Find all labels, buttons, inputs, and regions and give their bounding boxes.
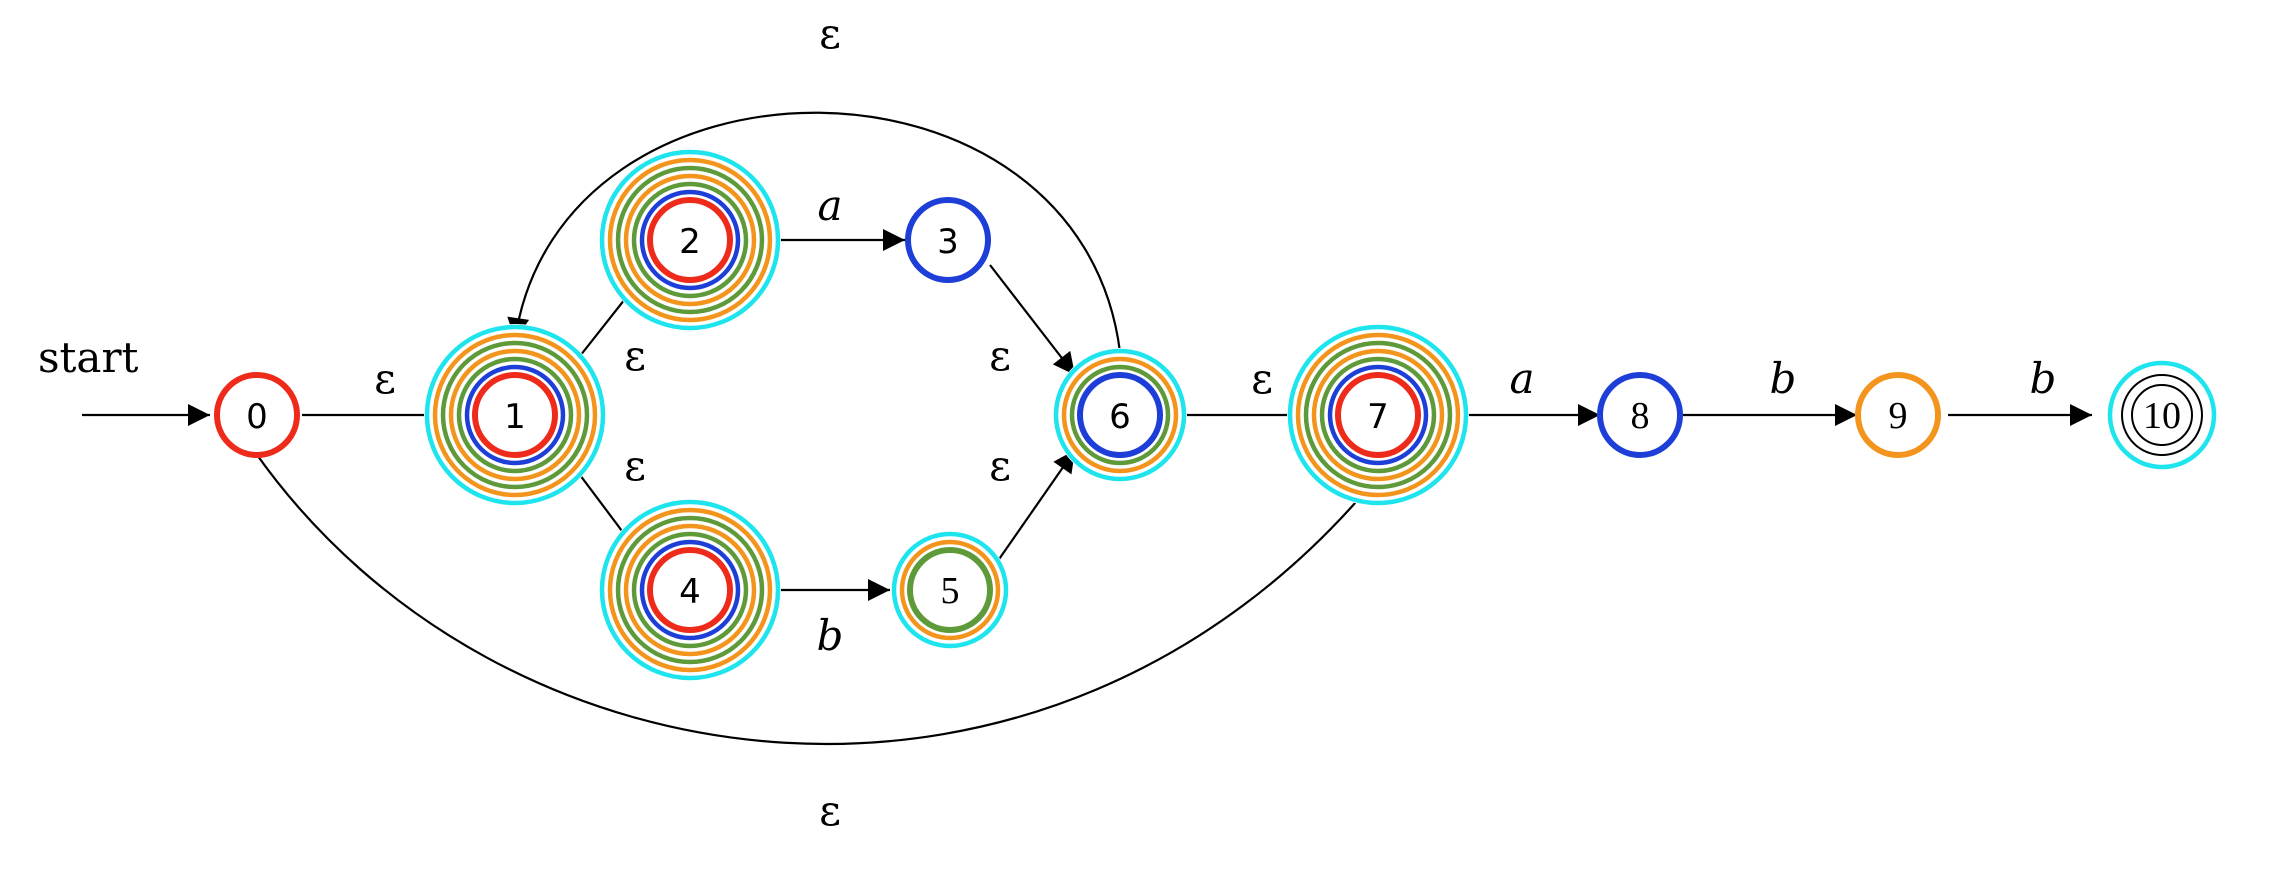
state-ring-green [440, 340, 590, 490]
state-label: 2 [679, 222, 701, 262]
state-background [2103, 356, 2221, 474]
start-label: start [38, 333, 139, 382]
state-ring-orange [607, 157, 773, 323]
state-label: 3 [937, 222, 959, 262]
state-ring-cyan [1287, 324, 1469, 506]
state-ring-orange [623, 523, 757, 657]
state-background [214, 372, 300, 458]
state-6: 6 [1053, 348, 1187, 482]
state-label: 8 [1631, 395, 1650, 437]
state-ring-cyan [424, 324, 606, 506]
edge-label-1-4: ε [624, 441, 646, 490]
state-ring-orange [623, 173, 757, 307]
edge-label-0-1: ε [374, 354, 396, 403]
nodes: 0 1 2 3 4 5 6 7 8 9 10 [214, 149, 2221, 681]
state-background [1597, 372, 1683, 458]
state-label: 4 [679, 572, 701, 612]
state-ring-green [1069, 364, 1171, 466]
state-2: 2 [599, 149, 781, 331]
state-ring-cyan [599, 149, 781, 331]
state-ring-red [472, 372, 558, 458]
state-ring-orange [1855, 372, 1941, 458]
state-ring-orange [607, 507, 773, 673]
state-5: 5 [891, 531, 1009, 649]
state-1: 1 [424, 324, 606, 506]
state-label: 7 [1367, 397, 1389, 437]
state-ring-green [456, 356, 574, 474]
state-ring-cyan [599, 499, 781, 681]
state-ring-orange [899, 539, 1001, 641]
state-ring-blue [1327, 364, 1429, 466]
state-ring-green [631, 181, 749, 299]
state-label: 9 [1889, 395, 1908, 437]
edge-label-9-10: b [2030, 354, 2057, 403]
edge-label-6-7: ε [1251, 354, 1273, 403]
state-ring-red [647, 547, 733, 633]
edge-6-1 [507, 111, 1122, 353]
state-ring-orange [1295, 332, 1461, 498]
edge-label-4-5: b [817, 611, 844, 660]
edge-label-1-2: ε [624, 331, 646, 380]
state-ring-red [647, 197, 733, 283]
edge-label-6-1: ε [819, 9, 841, 58]
state-ring-blue [905, 197, 991, 283]
state-7: 7 [1287, 324, 1469, 506]
state-label: 1 [504, 397, 526, 437]
edge-label-8-9: b [1770, 354, 1797, 403]
state-ring-black [2121, 374, 2203, 456]
state-ring-cyan [2107, 360, 2217, 470]
edge-3-6 [989, 264, 1076, 376]
edge-5-6 [994, 449, 1076, 566]
state-ring-green [907, 547, 993, 633]
state-10: 10 [2103, 356, 2221, 474]
state-ring-orange [432, 332, 598, 498]
state-4: 4 [599, 499, 781, 681]
state-ring-blue [464, 364, 566, 466]
state-ring-green [1303, 340, 1453, 490]
state-0: 0 [214, 372, 300, 458]
state-ring-red [214, 372, 300, 458]
state-background [1855, 372, 1941, 458]
state-label: 5 [941, 570, 960, 612]
state-ring-cyan [891, 531, 1009, 649]
edge-label-3-6: ε [989, 331, 1011, 380]
edge-label-7-8: a [1509, 354, 1534, 403]
state-9: 9 [1855, 372, 1941, 458]
edge-label-2-3: a [817, 181, 842, 230]
state-background [905, 197, 991, 283]
edge-0-7 [254, 451, 1376, 746]
state-ring-orange [448, 348, 582, 482]
state-ring-black [2131, 384, 2193, 446]
state-label: 10 [2143, 395, 2181, 437]
state-ring-red [1335, 372, 1421, 458]
state-ring-blue [639, 189, 741, 291]
state-3: 3 [905, 197, 991, 283]
state-8: 8 [1597, 372, 1683, 458]
state-ring-blue [1077, 372, 1163, 458]
state-label: 0 [246, 397, 268, 437]
state-ring-blue [639, 539, 741, 641]
state-ring-orange [1061, 356, 1179, 474]
state-ring-cyan [1053, 348, 1187, 482]
state-ring-green [1319, 356, 1437, 474]
state-ring-blue [1597, 372, 1683, 458]
edge-labels: ε ε ε a b ε ε ε ε ε a b b [374, 9, 2056, 835]
edge-label-0-7: ε [819, 786, 841, 835]
state-ring-orange [1311, 348, 1445, 482]
state-label: 6 [1109, 397, 1131, 437]
state-ring-green [615, 515, 765, 665]
state-ring-green [615, 165, 765, 315]
state-ring-green [631, 531, 749, 649]
edge-label-5-6: ε [989, 441, 1011, 490]
